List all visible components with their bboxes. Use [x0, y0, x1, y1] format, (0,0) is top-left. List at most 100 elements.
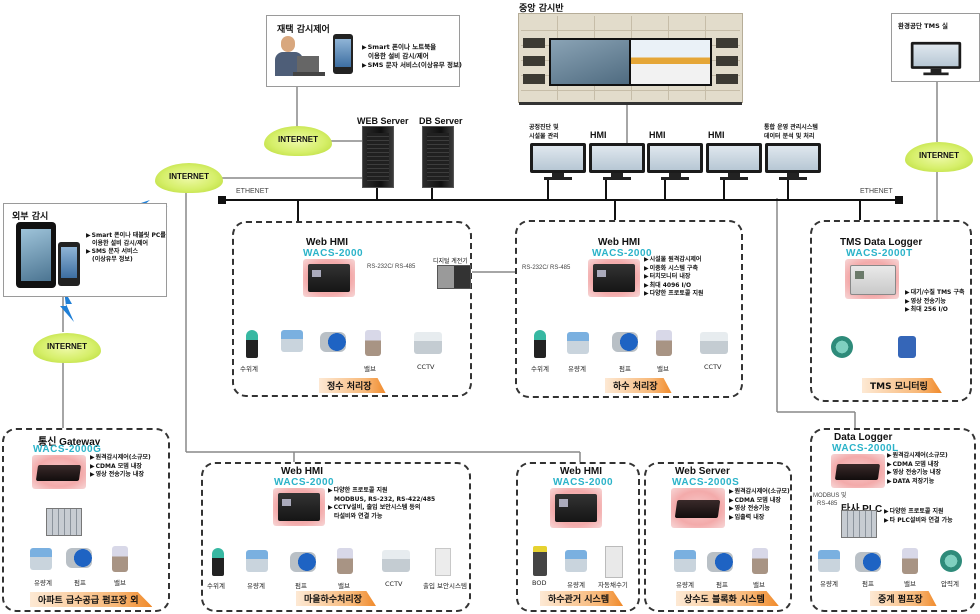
auto-sampler-icon: [605, 546, 623, 578]
level-meter-icon: [246, 330, 258, 358]
relay-data-logger-device[interactable]: [831, 454, 885, 488]
bod-analyzer-icon: [533, 546, 547, 576]
water-device-label-4: CCTV: [417, 363, 435, 371]
sewage-device-label-2: 펌프: [619, 365, 631, 373]
video-wall-screen: [549, 38, 712, 86]
pump-icon: [290, 552, 316, 572]
water-block-zone: [644, 462, 792, 612]
level-meter-icon: [212, 548, 224, 576]
village-device-label-5: 출입 보안시스템: [423, 582, 467, 590]
terminal-label-4: 통합 운영 관리시스템 데이터 분석 및 처리: [764, 124, 818, 140]
water-block-device-title: Web Server: [675, 466, 730, 477]
terminal-monitor-1[interactable]: [589, 143, 645, 181]
level-meter-icon: [534, 330, 546, 358]
terminal-monitor-0[interactable]: [530, 143, 586, 181]
water-plant-hmi-device[interactable]: [303, 259, 355, 297]
sewage-plant-features: 시설물 원격감시제어 이중화 시스템 구축 터치모니터 내장 최대 4096 I…: [644, 256, 704, 299]
external-monitor-panel: 외부 감시 Smart 폰이나 태블릿 PC를 이용한 설비 감시/제어 SMS…: [3, 203, 167, 297]
terminal-monitor-4[interactable]: [765, 143, 821, 181]
village-device-label-1: 유량계: [247, 582, 265, 590]
village-device-label-2: 펌프: [295, 582, 307, 590]
terminal-label-3: HMI: [708, 130, 725, 140]
sewer-hmi-device[interactable]: [550, 488, 602, 528]
cctv-icon: [414, 332, 442, 354]
home-monitor-panel: 재택 감시제어 Smart 폰이나 노트북을 이용한 설비 감시/제어 SMS …: [266, 15, 462, 88]
home-monitor-title: 재택 감시제어: [277, 25, 330, 35]
sewage-plant-model: WACS-2000: [592, 248, 653, 259]
relay-features: 원격감시제어(소규모) CDMA 모뎀 내장 영상 전송기능 내장 DATA 저…: [887, 452, 948, 486]
terminal-monitor-2[interactable]: [647, 143, 703, 181]
db-server-label: DB Server: [419, 116, 463, 126]
water-device-label-3: 밸브: [364, 365, 376, 373]
water-plant-tag: 정수 처리장: [319, 378, 386, 393]
digital-meter-icon: [437, 265, 471, 289]
gateway-device-label-0: 유량계: [34, 579, 52, 587]
water-plant-model: WACS-2000: [303, 248, 364, 259]
sewer-device-label-0: BOD: [532, 579, 547, 587]
relay-link-label: MODBUS 및 RS-485: [813, 493, 847, 507]
water-plant-device-title: Web HMI: [306, 237, 349, 248]
pump-icon: [320, 332, 346, 352]
water-block-model: WACS-2000S: [672, 477, 740, 488]
gateway-device-label-1: 펌프: [74, 579, 86, 587]
sewer-device-label-1: 유량계: [567, 581, 585, 589]
internet-cloud-home: INTERNET: [264, 126, 332, 156]
village-device-title: Web HMI: [281, 466, 324, 477]
gateway-device[interactable]: [32, 455, 86, 489]
sewage-plant-hmi-device[interactable]: [588, 259, 640, 297]
web-server-label: WEB Server: [357, 116, 409, 126]
pump-icon: [855, 552, 881, 572]
village-device-label-0: 수위계: [207, 582, 225, 590]
terminal-monitor-3[interactable]: [706, 143, 762, 181]
gateway-plc-icon: [46, 508, 82, 536]
sewer-model: WACS-2000: [553, 477, 614, 488]
web-server-icon: [362, 126, 394, 188]
sewage-plant-zone: [515, 220, 743, 398]
valve-icon: [752, 548, 768, 574]
user-laptop-icon: [275, 36, 327, 88]
water-plant-zone: [232, 221, 472, 397]
sewer-device-title: Web HMI: [560, 466, 603, 477]
village-hmi-device[interactable]: [273, 488, 325, 526]
terminal-label-2: HMI: [649, 130, 666, 140]
pump-icon: [707, 552, 733, 572]
internet-cloud-main: INTERNET: [155, 163, 223, 193]
relay-device-label-2: 밸브: [904, 580, 916, 588]
sewer-device-label-2: 자동채수기: [598, 581, 628, 589]
third-party-plc-icon: [841, 510, 877, 538]
water-device-label-0: 수위계: [240, 365, 258, 373]
digital-meter-label: 디지털 계전기: [433, 259, 468, 265]
pump-icon: [612, 332, 638, 352]
external-monitor-title: 외부 감시: [12, 212, 49, 222]
tms-features: 대기/수질 TMS 구축 영상 전송기능 최대 256 I/O: [905, 289, 965, 315]
tms-analyzer-icon: [831, 336, 853, 358]
relay-pump-tag: 중계 펌프장: [870, 591, 937, 606]
cctv-icon: [382, 550, 410, 572]
sewage-plant-tag: 하수 처리장: [605, 378, 672, 393]
home-monitor-features: Smart 폰이나 노트북을 이용한 설비 감시/제어 SMS 문자 서비스(이…: [362, 43, 462, 70]
internet-cloud-tms: INTERNET: [905, 142, 973, 172]
flow-meter-icon: [818, 550, 840, 572]
water-block-device-label-2: 밸브: [753, 581, 765, 589]
tms-room-monitor[interactable]: [910, 41, 962, 76]
terminal-label-1: HMI: [590, 130, 607, 140]
water-block-server-device[interactable]: [671, 488, 725, 528]
gateway-device-title: 통신 Gateway: [38, 437, 101, 448]
relay-plc-label: 타사 PLC: [841, 500, 882, 515]
gateway-features: 원격감시제어(소규모) CDMA 모뎀 내장 영상 전송기능 내장: [90, 454, 151, 480]
valve-icon: [112, 546, 128, 572]
tms-room-title: 환경공단 TMS 실: [898, 22, 949, 30]
cctv-icon: [700, 332, 728, 354]
flow-meter-icon: [281, 330, 303, 352]
tms-room-panel: 환경공단 TMS 실: [891, 13, 980, 82]
village-sewage-tag: 마을하수처리장: [296, 591, 376, 606]
pressure-gauge-icon: [940, 550, 962, 572]
water-block-device-label-0: 유량계: [676, 581, 694, 589]
flow-meter-icon: [565, 550, 587, 572]
tms-data-logger-device[interactable]: [845, 259, 899, 299]
relay-plc-features: 다양한 프로토콜 지원 타 PLC설비와 연결 가능: [884, 508, 953, 525]
village-model: WACS-2000: [274, 477, 335, 488]
relay-model: WACS-2000L: [832, 443, 899, 454]
sewage-device-label-0: 수위계: [531, 365, 549, 373]
sewer-pipe-tag: 하수관거 시스템: [540, 591, 624, 606]
